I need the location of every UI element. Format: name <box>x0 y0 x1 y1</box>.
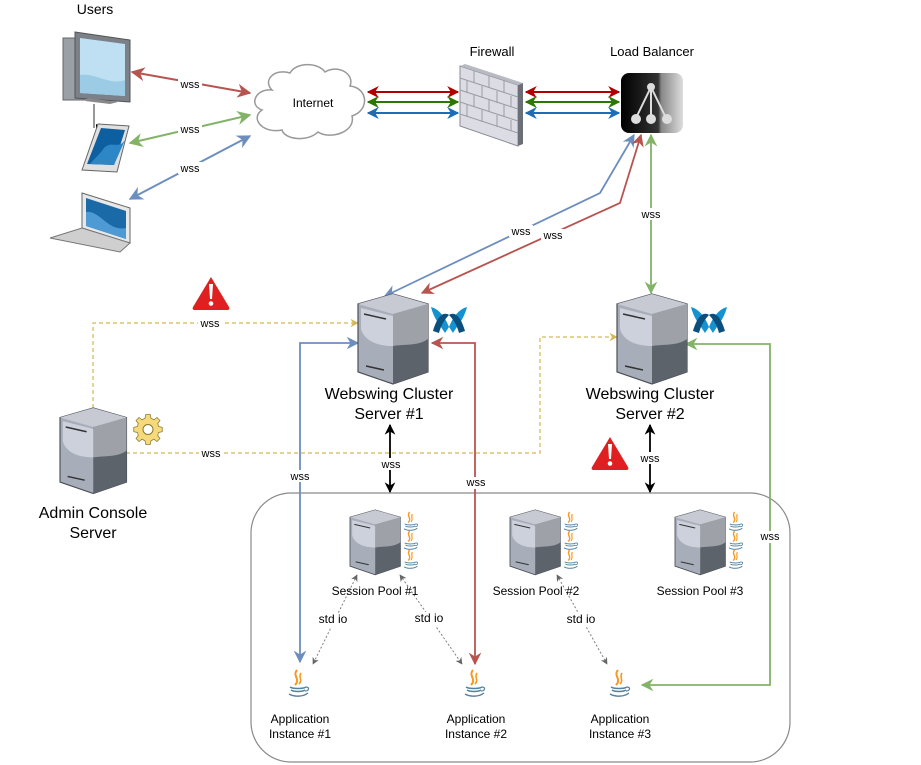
app1-label-line1: Application <box>271 712 330 726</box>
session-pool-2-icon <box>509 509 561 576</box>
edge-cluster2-app3 <box>640 337 771 692</box>
cluster1-label-line2: Server #1 <box>354 406 423 423</box>
edge-label: std io <box>319 612 348 626</box>
edge-cluster1-app1 <box>293 336 360 664</box>
cluster2-label-line2: Server #2 <box>615 406 684 423</box>
java-app-icon <box>288 669 310 698</box>
gear-icon <box>133 414 163 445</box>
session-pool-3-icon <box>674 509 726 576</box>
load-balancer-label: Load Balancer <box>610 44 695 59</box>
edge-pool2-app3 <box>556 574 608 665</box>
internet-label: Internet <box>293 96 334 110</box>
cluster2-label-line1: Webswing Cluster <box>586 386 715 403</box>
edge-label: wss <box>290 471 310 483</box>
cluster-server-2-icon <box>616 293 688 385</box>
edge-label: wss <box>381 459 401 471</box>
app3-label-line2: Instance #3 <box>589 727 651 741</box>
load-balancer-icon <box>621 73 683 133</box>
edge-lb-cluster1-red <box>420 133 644 295</box>
admin-label-line2: Server <box>69 525 117 542</box>
webswing-logo-icon <box>691 307 727 333</box>
java-app-icon <box>609 669 631 698</box>
java-icon <box>728 511 744 531</box>
edge-label: std io <box>567 612 596 626</box>
edge-label: std io <box>415 611 444 625</box>
laptop-icon <box>49 192 131 253</box>
edge-label: wss <box>511 226 531 238</box>
java-icon <box>728 530 744 550</box>
edge-label: wss <box>760 531 780 543</box>
edge-label: wss <box>180 124 200 136</box>
app2-label-line1: Application <box>447 712 506 726</box>
tablet-icon <box>81 123 130 173</box>
java-icon <box>728 549 744 569</box>
edge-cluster1-app2 <box>430 336 482 666</box>
edge-admin-cluster1 <box>92 318 359 408</box>
edge-label: wss <box>180 163 200 175</box>
session-pool-1-icon <box>349 509 401 576</box>
desktop-computer-icon <box>62 31 131 104</box>
java-icon <box>403 549 419 569</box>
webswing-logo-icon <box>431 307 467 333</box>
edge-label: wss <box>543 230 563 242</box>
edge-label: wss <box>640 453 660 465</box>
java-icon <box>563 549 579 569</box>
firewall-icon <box>459 64 523 147</box>
java-icon <box>403 511 419 531</box>
java-app-icon <box>464 669 486 698</box>
app3-label-line1: Application <box>591 712 650 726</box>
admin-server-icon <box>59 407 128 495</box>
java-icon <box>403 530 419 550</box>
edge-label: wss <box>641 209 661 221</box>
session-cluster-container <box>250 492 791 763</box>
app1-label-line2: Instance #1 <box>269 727 331 741</box>
cluster1-label-line1: Webswing Cluster <box>325 386 454 403</box>
edge-label: wss <box>200 318 220 330</box>
edge-lb-cluster1-blue <box>383 133 635 297</box>
pool2-label: Session Pool #2 <box>493 584 580 598</box>
edge-label: wss <box>201 448 221 460</box>
java-icon <box>563 530 579 550</box>
firewall-label: Firewall <box>470 44 515 59</box>
warning-icon <box>192 277 230 310</box>
warning-icon <box>591 437 629 470</box>
cluster-server-1-icon <box>357 293 429 385</box>
internet-cloud-icon <box>254 63 366 140</box>
users-label: Users <box>77 1 114 17</box>
admin-label-line1: Admin Console <box>39 505 148 522</box>
edge-label: wss <box>180 79 200 91</box>
java-icon <box>563 511 579 531</box>
pool3-label: Session Pool #3 <box>657 584 744 598</box>
pool1-label: Session Pool #1 <box>332 584 419 598</box>
app2-label-line2: Instance #2 <box>445 727 507 741</box>
edge-label: wss <box>466 477 486 489</box>
